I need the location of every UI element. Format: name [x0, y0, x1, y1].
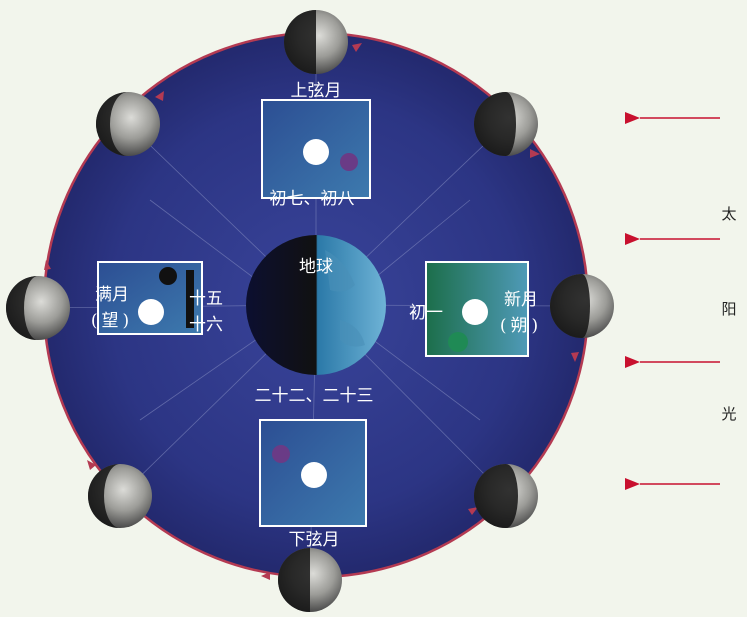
moon-disc: [301, 462, 327, 488]
new-moon-name-line1: 新月: [504, 290, 538, 310]
tree-shape: [159, 267, 177, 285]
orbit-arrow: [571, 352, 579, 362]
first-quarter-days: 初七、初八: [270, 189, 355, 209]
sunlight-label-char: 阳: [721, 300, 737, 318]
moon-bottom: [278, 548, 342, 612]
sunlight-arrows: [625, 112, 720, 490]
new-moon-days: 初一: [409, 303, 443, 323]
box-new-moon: [425, 261, 529, 357]
sunlight-label-char: 太: [721, 205, 737, 223]
orbit-arrow: [530, 149, 540, 158]
full-moon-days-line1: 十五: [189, 289, 223, 309]
moon-disc: [462, 299, 488, 325]
earth: [246, 235, 386, 375]
orbit-direction-arrows: [44, 43, 579, 580]
moon-bottom-left: [88, 464, 152, 528]
moon-disc: [303, 139, 329, 165]
bush-shape: [448, 332, 468, 352]
sunlight-label-char: 光: [721, 405, 737, 423]
last-quarter-days: 二十二、二十三: [255, 386, 374, 406]
tree-shape: [186, 270, 194, 328]
first-quarter-name: 上弦月: [291, 81, 342, 101]
full-moon-days-line2: 十六: [189, 315, 223, 335]
moon-shadow-shape: [340, 153, 358, 171]
moon-top: [284, 10, 348, 74]
moon-top-left: [96, 92, 160, 156]
box-last-quarter: [259, 419, 367, 527]
orbit-arrow: [44, 260, 51, 270]
moon-bottom-right: [474, 464, 538, 528]
new-moon-name-line2: (朔): [500, 316, 542, 336]
orbit-arrow: [468, 507, 478, 515]
orbit-arrow: [87, 460, 96, 470]
last-quarter-name: 下弦月: [289, 530, 340, 550]
moon-top-right: [474, 92, 538, 156]
full-moon-name-line1: 满月: [95, 285, 129, 305]
moon-disc: [138, 299, 164, 325]
box-full-moon: [97, 261, 203, 335]
moon-right: [550, 274, 614, 338]
full-moon-name-line2: (望): [91, 311, 133, 331]
orbit-arrow: [352, 43, 362, 52]
moon-shadow-shape: [272, 445, 290, 463]
earth-label: 地球: [299, 257, 333, 277]
box-first-quarter: [261, 99, 371, 199]
orbit-arrow: [261, 572, 270, 580]
orbit-arrow: [155, 91, 164, 101]
moon-left: [6, 276, 70, 340]
